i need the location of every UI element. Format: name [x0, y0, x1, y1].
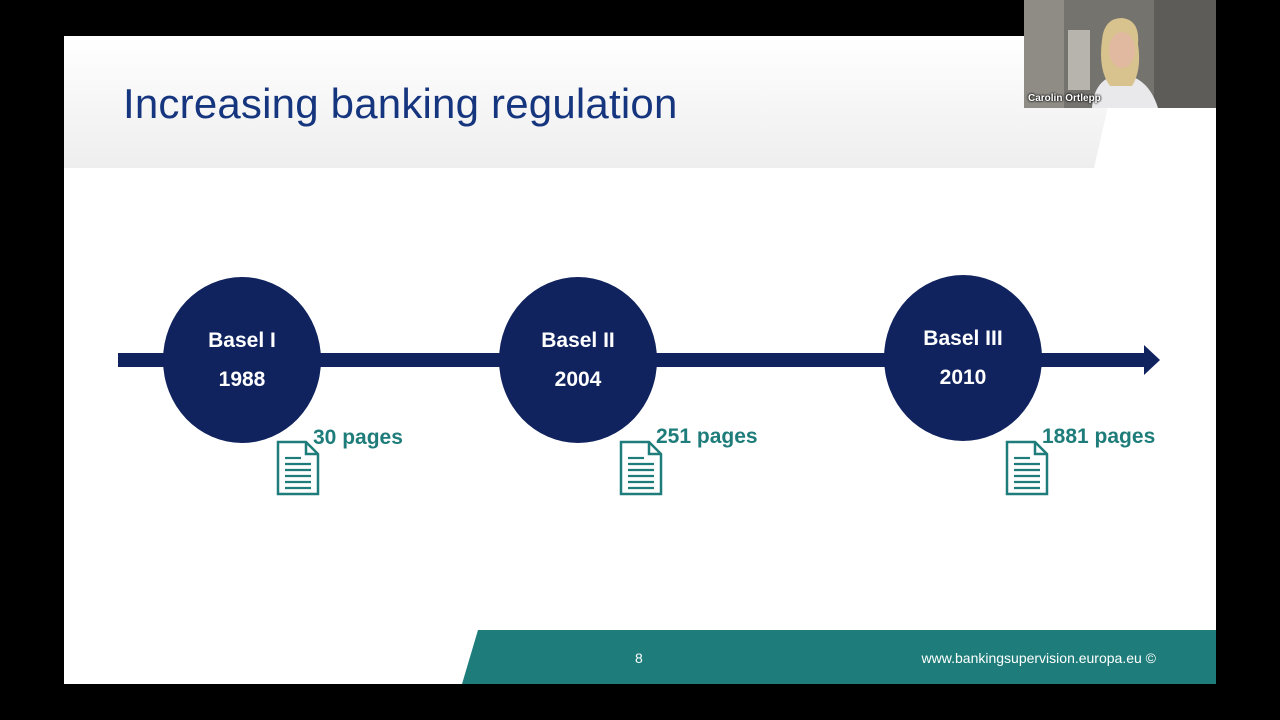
slide-title: Increasing banking regulation	[123, 80, 678, 127]
footer-url: www.bankingsupervision.europa.eu ©	[921, 650, 1156, 666]
document-icon	[619, 440, 663, 496]
document-icon	[1005, 440, 1049, 496]
participant-name-label: Carolin Ortlepp	[1028, 93, 1101, 104]
slide-page-number: 8	[635, 650, 643, 666]
milestone-year: 2004	[554, 368, 602, 391]
page-count-label: 30 pages	[313, 426, 403, 449]
participant-video-feed	[1024, 0, 1216, 108]
document-icon	[276, 440, 320, 496]
milestone-year: 2010	[939, 366, 987, 389]
presentation-slide: Increasing banking regulation Basel I 19…	[64, 36, 1216, 684]
page-count-label: 1881 pages	[1042, 425, 1156, 448]
milestone-name: Basel II	[541, 328, 615, 352]
page-count-label: 251 pages	[656, 425, 758, 448]
footer-band	[462, 630, 1216, 684]
milestone-name: Basel III	[923, 326, 1003, 350]
milestone-name: Basel I	[208, 328, 276, 352]
milestone-basel-3: Basel III 2010	[884, 275, 1042, 441]
participant-video-tile[interactable]: Carolin Ortlepp	[1024, 0, 1216, 108]
milestone-basel-2: Basel II 2004	[499, 277, 657, 443]
milestone-basel-1: Basel I 1988	[163, 277, 321, 443]
milestone-year: 1988	[218, 368, 266, 391]
header-band	[64, 36, 1124, 168]
